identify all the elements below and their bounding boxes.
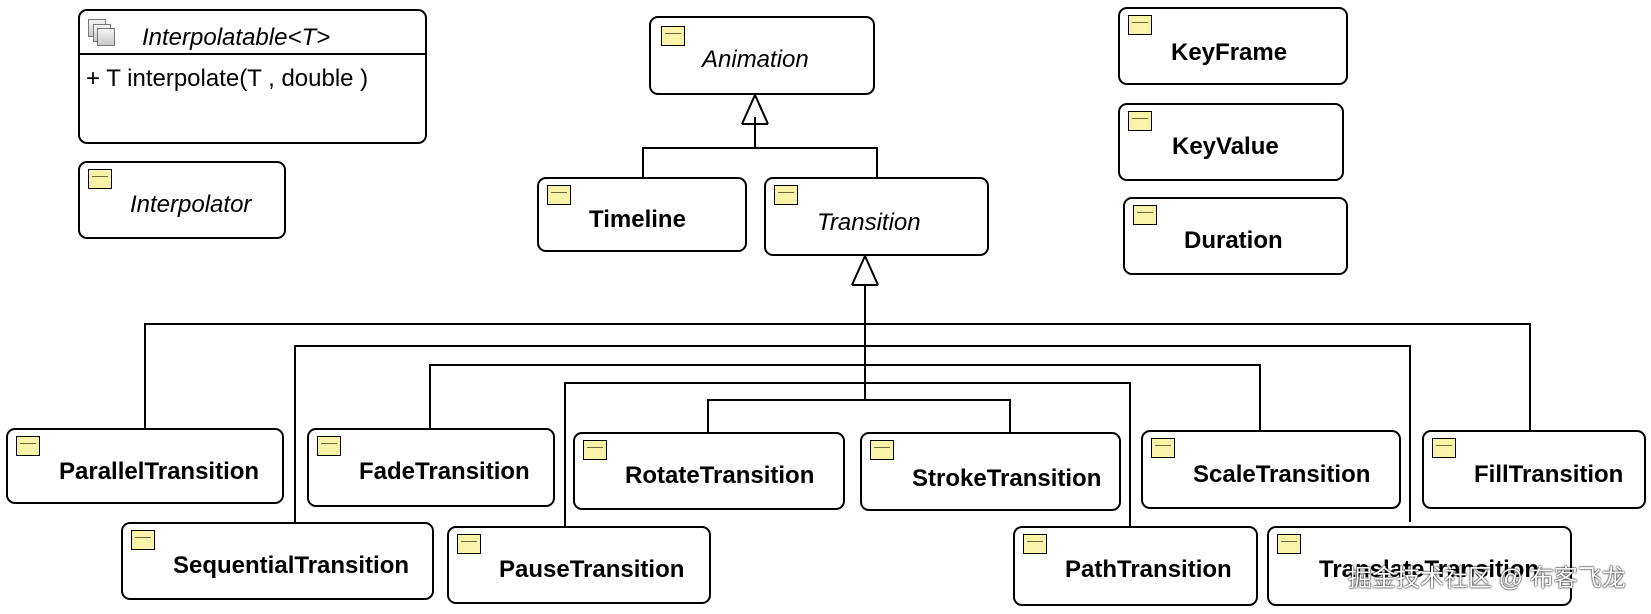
class-name: KeyFrame bbox=[1171, 39, 1288, 66]
class-name: Animation bbox=[702, 46, 809, 73]
class-duration[interactable]: Duration bbox=[1123, 197, 1348, 275]
class-filltransition[interactable]: FillTransition bbox=[1422, 430, 1646, 509]
class-icon bbox=[88, 169, 112, 189]
class-icon bbox=[1277, 534, 1301, 554]
class-name: TranslateTransition bbox=[1319, 556, 1540, 583]
interface-divider bbox=[80, 53, 425, 55]
class-icon bbox=[1128, 111, 1152, 131]
class-paralleltransition[interactable]: ParallelTransition bbox=[6, 428, 284, 504]
interface-method: + T interpolate(T , double ) bbox=[86, 65, 369, 92]
edge-transition-to-animation bbox=[755, 147, 878, 177]
class-pausetransition[interactable]: PauseTransition bbox=[447, 526, 711, 604]
class-icon bbox=[317, 436, 341, 456]
class-icon bbox=[661, 26, 685, 46]
class-name: KeyValue bbox=[1172, 133, 1279, 160]
class-icon bbox=[457, 534, 481, 554]
class-scaletransition[interactable]: ScaleTransition bbox=[1141, 430, 1401, 509]
class-icon bbox=[774, 185, 798, 205]
class-interpolator[interactable]: Interpolator bbox=[78, 161, 286, 239]
class-name: FillTransition bbox=[1474, 461, 1624, 488]
class-transition[interactable]: Transition bbox=[764, 177, 989, 256]
edge-pause bbox=[564, 382, 1131, 526]
class-animation[interactable]: Animation bbox=[649, 16, 875, 95]
class-icon bbox=[1133, 205, 1157, 225]
class-icon bbox=[547, 185, 571, 205]
class-rotatetransition[interactable]: RotateTransition bbox=[573, 432, 845, 510]
class-interpolatable[interactable]: Interpolatable<T> + T interpolate(T , do… bbox=[78, 9, 427, 144]
arrow-animation bbox=[741, 92, 769, 125]
class-name: PathTransition bbox=[1065, 556, 1232, 583]
edge-fade bbox=[429, 364, 1261, 430]
class-name: FadeTransition bbox=[359, 458, 530, 485]
class-keyvalue[interactable]: KeyValue bbox=[1118, 103, 1344, 181]
edge-parallel bbox=[144, 323, 1531, 430]
class-timeline[interactable]: Timeline bbox=[537, 177, 747, 252]
class-name: Timeline bbox=[589, 206, 686, 233]
class-stroketransition[interactable]: StrokeTransition bbox=[860, 432, 1121, 511]
class-icon bbox=[870, 440, 894, 460]
class-name: ScaleTransition bbox=[1193, 461, 1371, 488]
class-pathtransition[interactable]: PathTransition bbox=[1013, 526, 1258, 606]
class-name: Interpolator bbox=[130, 191, 252, 218]
arrow-transition bbox=[851, 253, 879, 286]
class-icon bbox=[131, 530, 155, 550]
class-icon bbox=[1432, 438, 1456, 458]
class-translatetransition[interactable]: TranslateTransition bbox=[1267, 526, 1572, 606]
class-name: PauseTransition bbox=[499, 556, 685, 583]
class-name: StrokeTransition bbox=[912, 465, 1102, 492]
class-sequentialtransition[interactable]: SequentialTransition bbox=[121, 522, 434, 600]
class-name: SequentialTransition bbox=[173, 552, 410, 579]
interface-name: Interpolatable<T> bbox=[142, 24, 331, 51]
class-name: RotateTransition bbox=[625, 462, 815, 489]
class-fadetransition[interactable]: FadeTransition bbox=[307, 428, 555, 507]
edge-sequential bbox=[294, 345, 1411, 522]
class-name: ParallelTransition bbox=[59, 458, 260, 485]
class-icon bbox=[1128, 15, 1152, 35]
class-name: Duration bbox=[1184, 227, 1283, 254]
class-keyframe[interactable]: KeyFrame bbox=[1118, 7, 1348, 85]
edge-timeline-to-animation bbox=[642, 117, 756, 177]
class-icon bbox=[1151, 438, 1175, 458]
interface-icon bbox=[88, 19, 115, 46]
class-name: Transition bbox=[817, 209, 921, 236]
watermark-text: 掘金技术社区 @ 布客飞龙 bbox=[1348, 565, 1626, 592]
class-icon bbox=[1023, 534, 1047, 554]
class-icon bbox=[16, 436, 40, 456]
edge-rotate bbox=[707, 399, 1011, 432]
class-icon bbox=[583, 440, 607, 460]
